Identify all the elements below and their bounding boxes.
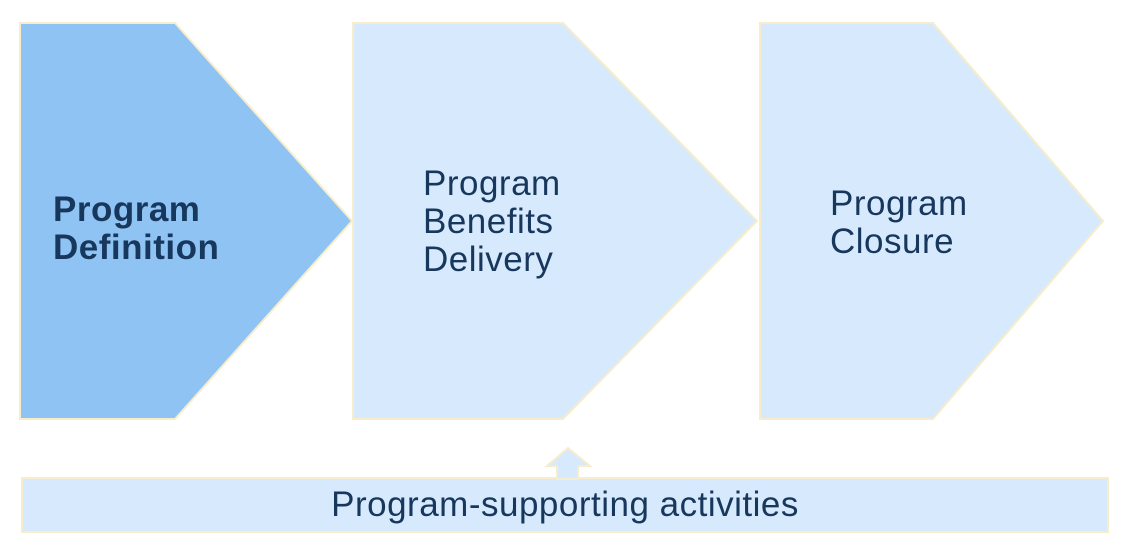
chevron-program-benefits-delivery	[352, 22, 759, 420]
arrow-up-icon	[544, 446, 593, 480]
stage-label-program-benefits-delivery: Program Benefits Delivery	[423, 164, 561, 279]
stage-label-program-closure: Program Closure	[830, 184, 968, 261]
chevron-program-definition	[19, 22, 354, 420]
stage-label-program-definition: Program Definition	[53, 190, 220, 267]
chevron-program-closure	[759, 22, 1105, 420]
supporting-activities-label: Program-supporting activities	[331, 485, 799, 524]
